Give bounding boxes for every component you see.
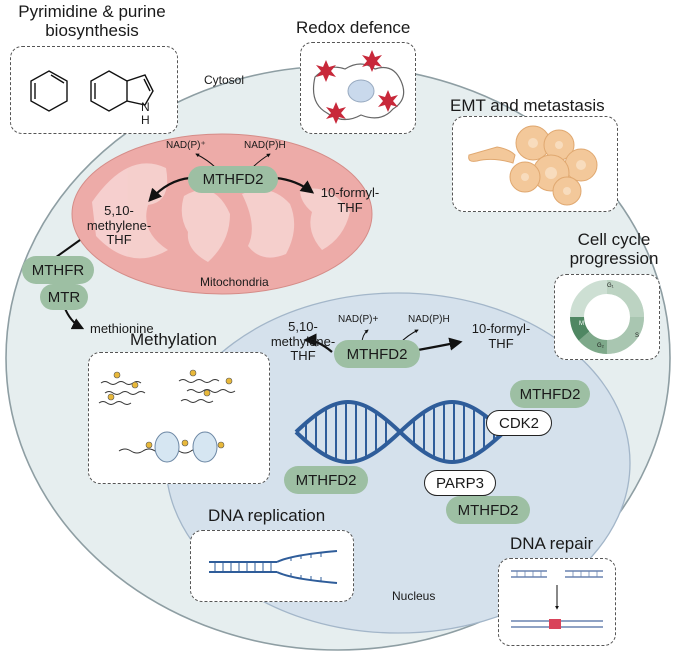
- methylation-title: Methylation: [130, 330, 217, 349]
- mito-10-formyl-thf: 10-formyl- THF: [320, 185, 380, 215]
- dna-repair-box: [498, 558, 616, 646]
- cytosol-label: Cytosol: [204, 73, 245, 87]
- dna-replication-box: [190, 530, 354, 602]
- mito-methylene-thf: 5,10- methylene- THF: [86, 203, 152, 248]
- dna-double-helix: [294, 400, 506, 464]
- nucleus-nadph: NAD(P)H: [408, 314, 450, 325]
- nucleus-label: Nucleus: [392, 589, 436, 603]
- phase-s: S: [635, 333, 640, 339]
- mthfr-enzyme: MTHFR: [22, 256, 94, 284]
- cell-cycle-title: Cell cycle progression: [569, 230, 659, 269]
- mthfd2-parp3-complex-enzyme: MTHFD2: [446, 496, 530, 524]
- cell-cycle-wheel-icon: [570, 280, 644, 354]
- mthfd2-cdk2-complex-enzyme: MTHFD2: [510, 380, 590, 408]
- pyrimidine-purine-structures-icon: [30, 70, 154, 112]
- parp3-partner: PARP3: [424, 470, 496, 496]
- methylation-box: [88, 352, 270, 484]
- pyrimidine-box: N H: [10, 46, 178, 134]
- methionine-label: methionine: [90, 321, 154, 336]
- phase-m: M: [579, 321, 584, 327]
- dna-repair-title: DNA repair: [510, 534, 594, 553]
- emt-box: [452, 116, 618, 212]
- nucleus-nadp-plus: NAD(P)+: [338, 314, 379, 325]
- mtr-enzyme: MTR: [40, 284, 88, 310]
- redox-box: [300, 42, 416, 134]
- nucleus-arrow-product: [417, 337, 463, 352]
- replication-fork-icon: [209, 550, 338, 584]
- dna-replication-title: DNA replication: [208, 506, 326, 525]
- ros-cell-icon: [312, 50, 405, 124]
- cdk2-partner: CDK2: [486, 410, 552, 436]
- nucleus-arrow-substrate: [303, 333, 333, 353]
- mito-nadp-plus: NAD(P)⁺: [166, 140, 206, 151]
- mitochondria-label: Mitochondria: [200, 275, 269, 289]
- dna-repair-icon: [511, 570, 603, 629]
- phase-g2: G₂: [597, 343, 604, 349]
- purine-nh-label: N H: [141, 100, 150, 128]
- redox-defence-title: Redox defence: [296, 18, 411, 37]
- dna-bound-mthfd2: MTHFD2: [284, 466, 368, 494]
- nucleus-10-formyl-thf: 10-formyl- THF: [471, 321, 531, 351]
- phase-g1: G₁: [607, 283, 614, 289]
- mito-mthfd2-enzyme: MTHFD2: [188, 166, 278, 193]
- cell-cycle-box: G₁ S G₂ M: [554, 274, 660, 360]
- mito-nadph: NAD(P)H: [244, 140, 286, 151]
- nucleus-methylene-thf: 5,10- methylene- THF: [270, 319, 336, 364]
- nucleus-mthfd2-enzyme: MTHFD2: [334, 340, 420, 368]
- emt-cells-icon: [468, 125, 598, 206]
- methylation-dna-icon: [98, 369, 236, 463]
- mitochondria-cristae: [92, 163, 350, 262]
- emt-metastasis-title: EMT and metastasis: [450, 96, 605, 115]
- mito-arrow-substrate: [148, 176, 191, 202]
- mito-arrow-product: [275, 176, 315, 194]
- pyrimidine-purine-title: Pyrimidine & purine biosynthesis: [18, 2, 166, 41]
